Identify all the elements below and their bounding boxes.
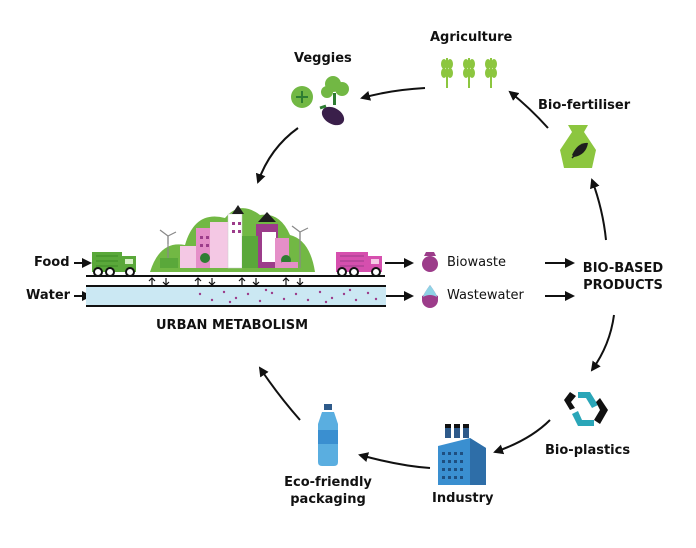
label-bio-plastics: Bio-plastics bbox=[545, 443, 631, 458]
arrow-fertiliser-to-agriculture bbox=[508, 90, 549, 129]
label-urban-metabolism: URBAN METABOLISM bbox=[156, 318, 309, 333]
factory-icon bbox=[438, 424, 486, 485]
label-bio-based-products-line2: PRODUCTS bbox=[583, 278, 663, 293]
vegetables-icon bbox=[291, 76, 349, 126]
cycle-arrows bbox=[255, 87, 615, 469]
biowaste-truck-icon bbox=[336, 252, 382, 277]
water-pipe bbox=[86, 277, 386, 307]
label-veggies: Veggies bbox=[294, 51, 352, 66]
arrow-products-to-fertiliser bbox=[590, 178, 607, 241]
arrow-packaging-to-city bbox=[258, 366, 301, 421]
arrow-industry-to-packaging bbox=[358, 452, 431, 469]
label-eco-friendly-line1: Eco-friendly bbox=[284, 475, 372, 490]
label-bio-based-products-line1: BIO-BASED bbox=[582, 261, 664, 276]
label-food: Food bbox=[34, 255, 70, 270]
wheat-icon bbox=[441, 58, 497, 88]
arrow-products-to-bioplastics bbox=[590, 314, 615, 372]
label-water: Water bbox=[26, 288, 71, 303]
city-icon bbox=[150, 205, 315, 272]
fertiliser-bag-icon bbox=[560, 125, 596, 168]
arrow-agriculture-to-veggies bbox=[360, 87, 426, 101]
food-truck-icon bbox=[92, 252, 136, 277]
label-bio-based-products: BIO-BASED PRODUCTS bbox=[578, 260, 668, 294]
label-wastewater: Wastewater bbox=[447, 288, 524, 303]
wastewater-drop-icon bbox=[422, 285, 438, 308]
arrow-bioplastics-to-industry bbox=[493, 419, 551, 455]
label-agriculture: Agriculture bbox=[430, 30, 513, 45]
label-eco-friendly-line2: packaging bbox=[290, 492, 366, 507]
label-industry: Industry bbox=[432, 491, 494, 506]
label-biowaste: Biowaste bbox=[447, 255, 506, 270]
recycle-icon bbox=[564, 392, 608, 426]
bottle-icon bbox=[318, 404, 338, 466]
arrow-veggies-to-city bbox=[255, 127, 299, 184]
label-bio-fertiliser: Bio-fertiliser bbox=[538, 98, 631, 113]
biowaste-drop-icon bbox=[422, 252, 438, 272]
label-eco-friendly-packaging: Eco-friendly packaging bbox=[278, 474, 378, 508]
